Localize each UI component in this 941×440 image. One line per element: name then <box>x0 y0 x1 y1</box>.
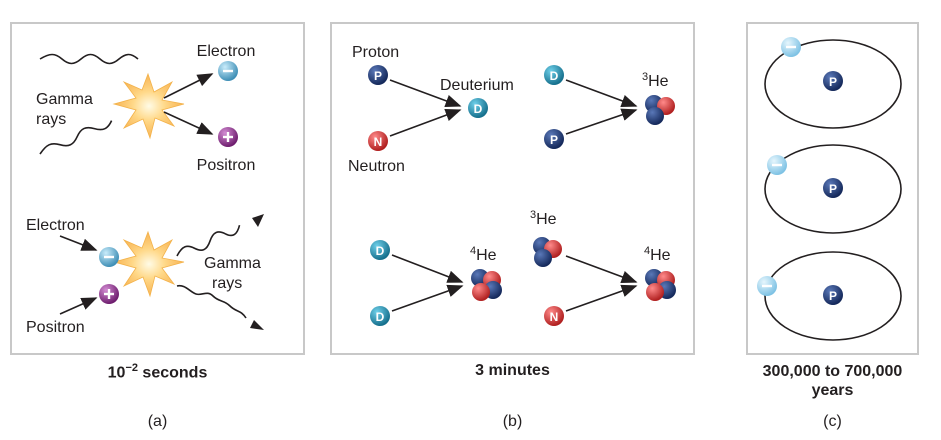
energy-flash <box>112 72 185 140</box>
helium-4-nucleus <box>471 269 502 301</box>
helium-3-label: 3He <box>642 71 669 90</box>
panel-b-label: (b) <box>502 413 523 430</box>
arrow-head <box>250 320 264 330</box>
gamma-rays-label: rays <box>212 275 242 292</box>
helium-3-label: 3He <box>530 209 557 228</box>
arrow-head <box>252 214 264 227</box>
arrow <box>59 235 98 251</box>
positron-particle <box>99 284 119 304</box>
electron-orbit <box>764 144 902 234</box>
gamma-ray-wave <box>176 284 247 319</box>
arrow <box>389 109 462 137</box>
electron-particle <box>781 37 801 57</box>
gamma-ray-wave <box>39 120 113 155</box>
svg-text:P: P <box>550 133 558 147</box>
arrow <box>565 284 638 312</box>
arrow <box>59 297 98 315</box>
electron-label: Electron <box>26 217 85 234</box>
helium-3-nucleus <box>533 237 562 267</box>
helium-4-label: 4He <box>644 245 671 264</box>
helium-3-nucleus <box>645 95 675 125</box>
svg-text:D: D <box>376 244 385 258</box>
arrow <box>565 79 638 107</box>
svg-text:P: P <box>829 75 837 89</box>
deuterium-label: Deuterium <box>440 77 514 94</box>
arrow <box>391 284 464 312</box>
deuteron-particle: D <box>544 65 564 85</box>
svg-text:D: D <box>474 102 483 116</box>
panel-a-diagram: Electron Positron Gamma rays Electron Po… <box>26 43 264 336</box>
arrow <box>565 255 638 283</box>
electron-particle <box>767 155 787 175</box>
svg-text:P: P <box>829 289 837 303</box>
panel-b-diagram: Proton P N Neutron D Deuterium D P 3He D… <box>348 44 676 326</box>
neutron-label: Neutron <box>348 158 405 175</box>
electron-particle <box>757 276 777 296</box>
proton-particle: P <box>823 178 843 198</box>
svg-text:P: P <box>374 69 382 83</box>
helium-4-label: 4He <box>470 245 497 264</box>
proton-particle: P <box>823 285 843 305</box>
svg-text:D: D <box>376 310 385 324</box>
neutron-particle: N <box>544 306 564 326</box>
hydrogen-atom: P <box>757 251 902 341</box>
proton-particle: P <box>823 71 843 91</box>
gamma-ray-wave <box>39 53 139 65</box>
panel-a: Electron Positron Gamma rays Electron Po… <box>10 22 305 355</box>
proton-particle: P <box>544 129 564 149</box>
svg-text:N: N <box>550 310 559 324</box>
helium-4-nucleus <box>645 269 676 301</box>
arrow <box>163 73 214 99</box>
electron-orbit <box>764 39 902 129</box>
gamma-ray-wave <box>176 224 241 257</box>
neutron-particle: N <box>368 131 388 151</box>
arrow <box>391 254 464 283</box>
gamma-rays-label: Gamma <box>204 255 261 272</box>
panel-a-label: (a) <box>147 413 168 430</box>
panel-b-caption: 3 minutes <box>475 362 550 379</box>
panel-c-diagram: P P P <box>757 37 902 341</box>
svg-text:D: D <box>550 69 559 83</box>
deuteron-particle: D <box>370 240 390 260</box>
panel-c: P P P <box>746 22 919 355</box>
electron-particle <box>218 61 238 81</box>
panel-c-label: (c) <box>823 413 842 430</box>
svg-text:P: P <box>829 182 837 196</box>
positron-label: Positron <box>197 157 256 174</box>
electron-particle <box>99 247 119 267</box>
hydrogen-atom: P <box>764 37 902 129</box>
arrow <box>163 111 214 135</box>
arrow <box>565 108 638 135</box>
proton-particle: P <box>368 65 388 85</box>
panel-b: Proton P N Neutron D Deuterium D P 3He D… <box>330 22 695 355</box>
positron-label: Positron <box>26 319 85 336</box>
panel-a-caption: 10−2 seconds <box>107 362 208 382</box>
hydrogen-atom: P <box>764 144 902 234</box>
proton-label: Proton <box>352 44 399 61</box>
gamma-rays-label: rays <box>36 111 66 128</box>
positron-particle <box>218 127 238 147</box>
deuteron-particle: D <box>370 306 390 326</box>
gamma-rays-label: Gamma <box>36 91 93 108</box>
svg-text:N: N <box>374 135 383 149</box>
electron-orbit <box>764 251 902 341</box>
energy-flash <box>112 230 185 298</box>
deuteron-particle: D <box>468 98 488 118</box>
arrow <box>389 79 462 107</box>
panel-c-caption: 300,000 to 700,000 years <box>762 363 903 399</box>
electron-label: Electron <box>197 43 256 60</box>
